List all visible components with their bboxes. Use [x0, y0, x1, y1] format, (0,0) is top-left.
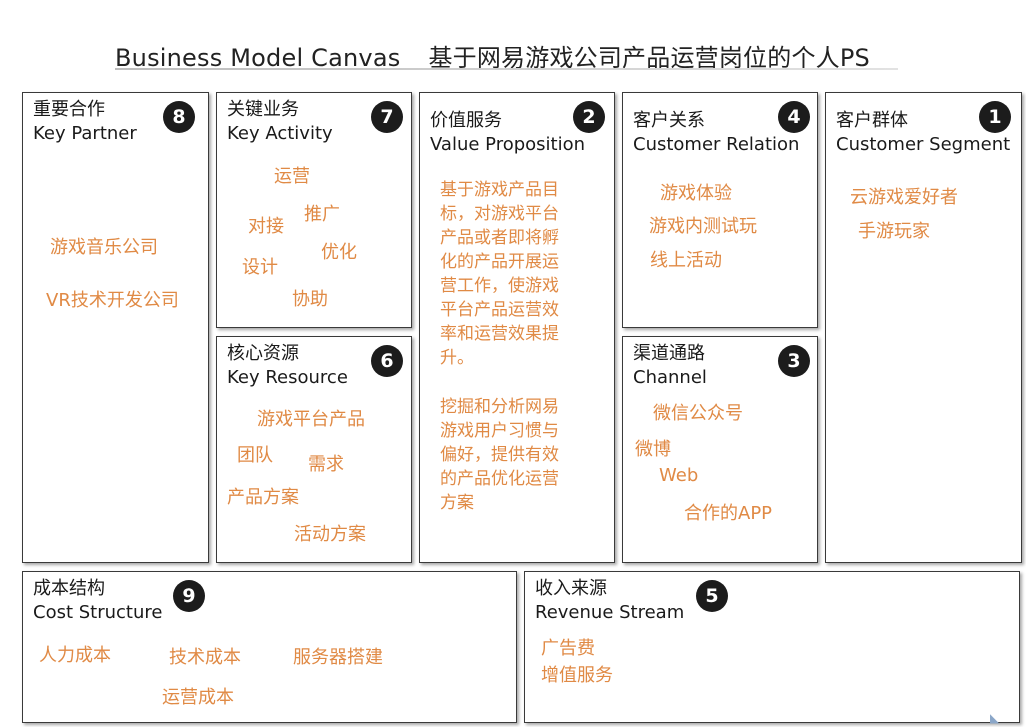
customer-relation-item: 游戏体验: [660, 183, 732, 204]
key-activity-cn: 关键业务: [227, 99, 299, 120]
customer-segment-item: 手游玩家: [858, 221, 930, 242]
key-resource-en: Key Resource: [227, 367, 348, 388]
key-resource-heading: 核心资源 Key Resource: [227, 342, 348, 390]
revenue-stream-item: 增值服务: [541, 665, 613, 686]
block-cost-structure: 成本结构 Cost Structure 9 人力成本 技术成本 服务器搭建 运营…: [22, 571, 517, 723]
key-activity-item: 协助: [292, 289, 328, 310]
cost-structure-en: Cost Structure: [33, 602, 163, 623]
title-underline: [115, 68, 898, 70]
key-activity-heading: 关键业务 Key Activity: [227, 98, 333, 146]
revenue-stream-heading: 收入来源 Revenue Stream: [535, 577, 684, 625]
block-customer-segment: 客户群体 Customer Segment 1 云游戏爱好者 手游玩家: [825, 92, 1022, 563]
customer-relation-item: 游戏内测试玩: [649, 216, 757, 237]
value-proposition-paragraph: 挖掘和分析网易 游戏用户习惯与 偏好，提供有效 的产品优化运营 方案: [440, 397, 559, 513]
customer-relation-en: Customer Relation: [633, 134, 800, 155]
key-partner-item-text: VR技术开发公司: [46, 290, 179, 311]
cost-structure-item: 运营成本: [162, 687, 234, 708]
key-resource-item: 产品方案: [227, 487, 299, 508]
key-activity-en: Key Activity: [227, 123, 333, 144]
key-resource-item: 需求: [308, 454, 344, 475]
block-key-partner: 重要合作 Key Partner 8 游戏音乐公司 VR技术开发公司: [22, 92, 209, 563]
corner-watermark-icon: ◣: [990, 711, 1000, 725]
revenue-stream-en: Revenue Stream: [535, 602, 685, 623]
customer-segment-heading: 客户群体 Customer Segment: [836, 109, 1010, 157]
customer-segment-item: 云游戏爱好者: [850, 187, 958, 208]
block-key-activity: 关键业务 Key Activity 7 运营 推广 对接 优化 设计 协助: [216, 92, 412, 328]
title-english: Business Model Canvas: [115, 44, 401, 72]
customer-relation-cn: 客户关系: [633, 110, 705, 131]
channel-item-text: Web: [659, 465, 699, 486]
value-proposition-number-badge: 2: [573, 101, 605, 133]
customer-segment-cn: 客户群体: [836, 110, 908, 131]
customer-relation-heading: 客户关系 Customer Relation: [633, 109, 799, 157]
value-proposition-en: Value Proposition: [430, 134, 586, 155]
cost-structure-cn: 成本结构: [33, 578, 105, 599]
value-proposition-heading: 价值服务 Value Proposition: [430, 109, 585, 157]
customer-relation-item: 线上活动: [650, 250, 722, 271]
key-resource-item: 游戏平台产品: [257, 409, 365, 430]
key-partner-item: 游戏音乐公司: [50, 237, 158, 258]
key-activity-item: 运营: [274, 166, 310, 187]
key-partner-item: VR技术开发公司: [46, 286, 179, 312]
block-channel: 渠道通路 Channel 3 微信公众号 微博 Web 合作的APP: [622, 336, 818, 563]
key-activity-item: 优化: [321, 242, 357, 263]
key-resource-item: 团队: [237, 445, 273, 466]
cost-structure-item: 人力成本: [39, 645, 111, 666]
key-resource-cn: 核心资源: [227, 343, 299, 364]
key-activity-number-badge: 7: [371, 101, 403, 133]
block-value-proposition: 价值服务 Value Proposition 2 基于游戏产品目 标，对游戏平台…: [419, 92, 615, 563]
channel-item: 微博: [635, 439, 671, 460]
cost-structure-item: 服务器搭建: [293, 647, 383, 668]
channel-number-badge: 3: [778, 345, 810, 377]
cost-structure-heading: 成本结构 Cost Structure: [33, 577, 162, 625]
key-activity-item: 设计: [242, 257, 278, 278]
revenue-stream-item: 广告费: [541, 638, 595, 659]
channel-item: Web: [659, 465, 698, 486]
customer-relation-number-badge: 4: [778, 101, 810, 133]
key-activity-item: 对接: [248, 216, 284, 237]
key-partner-heading: 重要合作 Key Partner: [33, 98, 137, 146]
key-resource-item: 活动方案: [294, 524, 366, 545]
key-partner-cn: 重要合作: [33, 99, 105, 120]
channel-cn: 渠道通路: [633, 343, 705, 364]
customer-segment-en: Customer Segment: [836, 134, 1011, 155]
cost-structure-item: 技术成本: [169, 647, 241, 668]
cost-structure-number-badge: 9: [173, 580, 205, 612]
block-key-resource: 核心资源 Key Resource 6 游戏平台产品 团队 需求 产品方案 活动…: [216, 336, 412, 563]
key-activity-item: 推广: [304, 204, 340, 225]
revenue-stream-cn: 收入来源: [535, 578, 607, 599]
value-proposition-cn: 价值服务: [430, 110, 502, 131]
block-customer-relation: 客户关系 Customer Relation 4 游戏体验 游戏内测试玩 线上活…: [622, 92, 818, 328]
key-partner-number-badge: 8: [163, 101, 195, 133]
customer-segment-number-badge: 1: [979, 101, 1011, 133]
revenue-stream-number-badge: 5: [696, 580, 728, 612]
value-proposition-paragraph: 基于游戏产品目 标，对游戏平台 产品或者即将孵 化的产品开展运 营工作，使游戏 …: [440, 180, 559, 368]
channel-item: 合作的APP: [684, 503, 773, 524]
channel-item: 微信公众号: [653, 403, 743, 424]
key-resource-number-badge: 6: [371, 345, 403, 377]
channel-en: Channel: [633, 367, 707, 388]
key-partner-en: Key Partner: [33, 123, 137, 144]
canvas-title: Business Model Canvas 基于网易游戏公司产品运营岗位的个人PS: [115, 38, 870, 73]
title-chinese: 基于网易游戏公司产品运营岗位的个人PS: [428, 44, 870, 72]
channel-heading: 渠道通路 Channel: [633, 342, 707, 390]
block-revenue-stream: 收入来源 Revenue Stream 5 广告费 增值服务: [524, 571, 1020, 723]
